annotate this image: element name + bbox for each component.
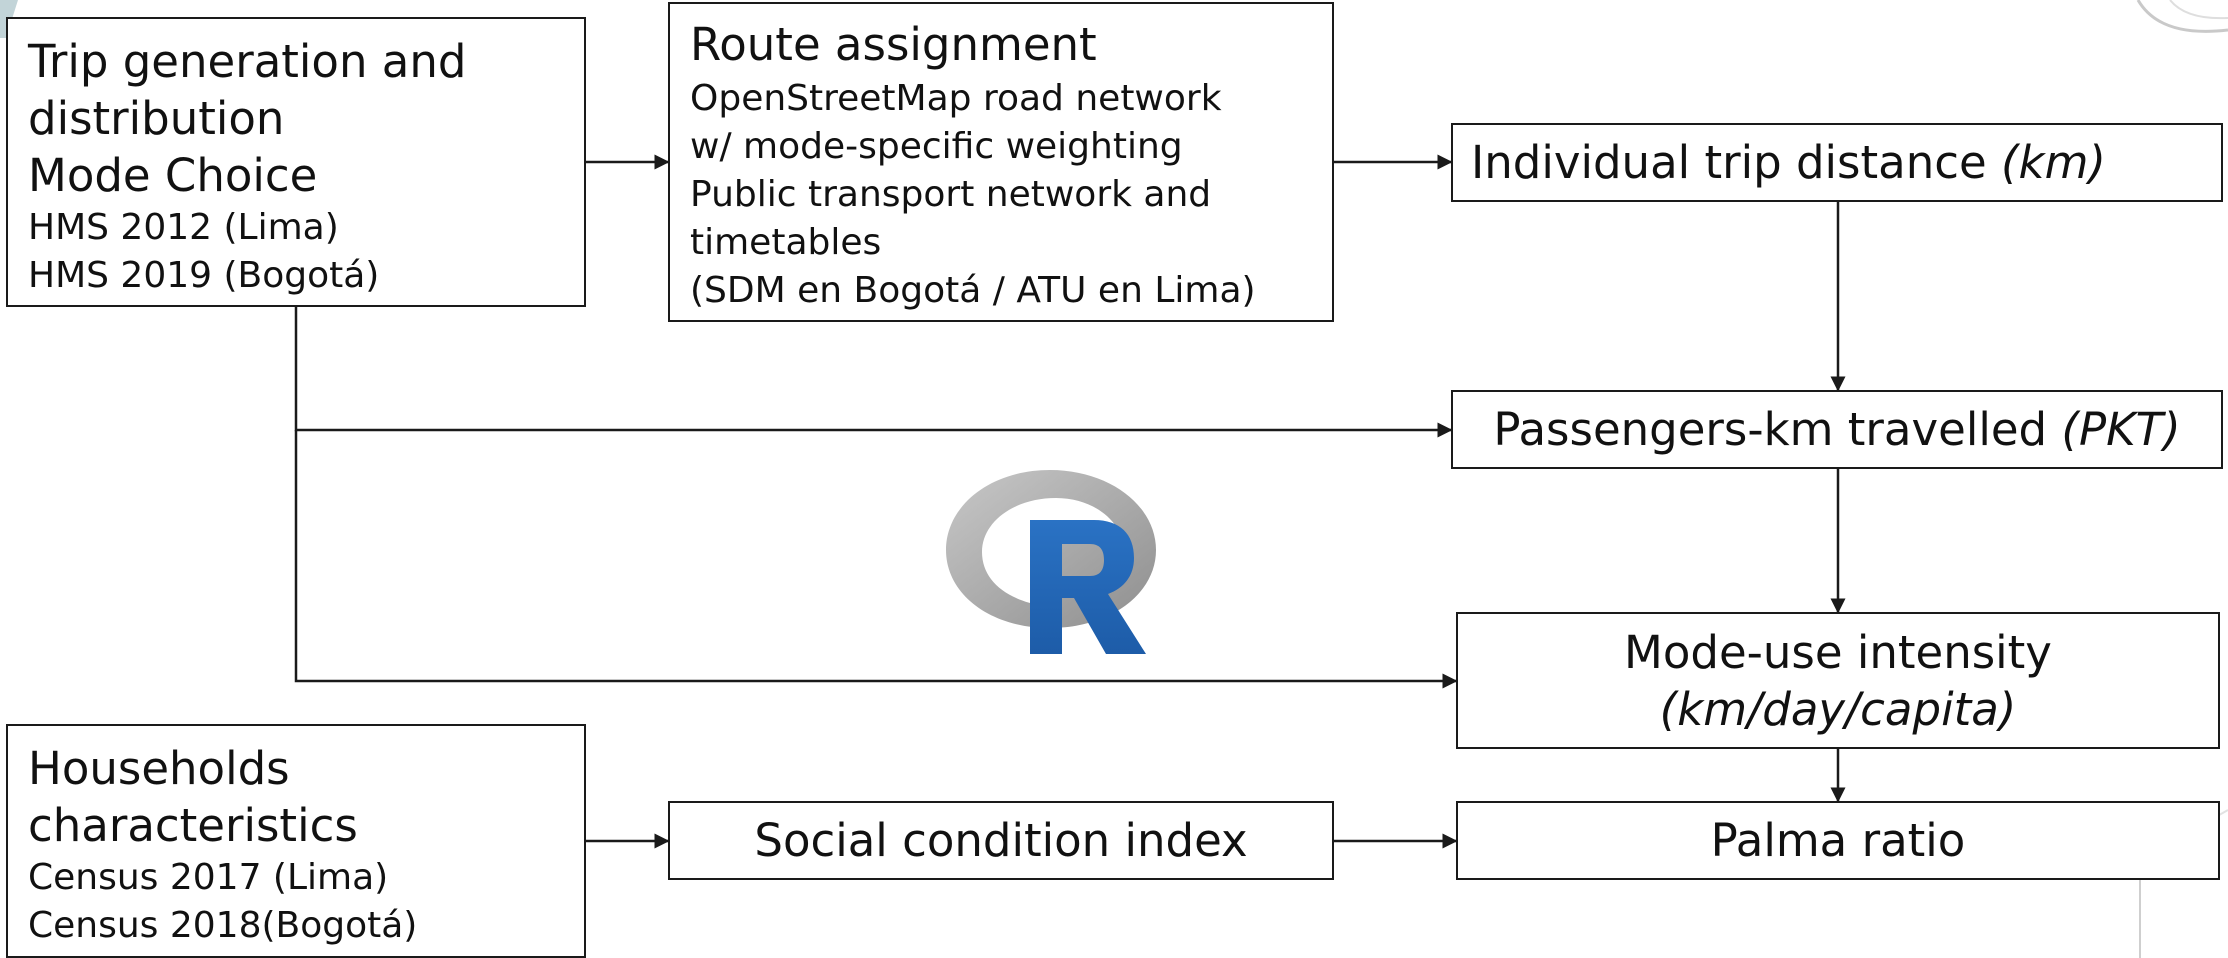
route-assignment-line4: timetables bbox=[690, 222, 882, 263]
route-assignment-title: Route assignment bbox=[690, 18, 1097, 71]
route-assignment-line5: (SDM en Bogotá / ATU en Lima) bbox=[690, 270, 1256, 311]
box-social-condition-index: Social condition index bbox=[668, 801, 1334, 880]
pkt-label: Passengers-km travelled (PKT) bbox=[1493, 401, 2180, 458]
households-source-lima: Census 2017 (Lima) bbox=[28, 857, 389, 898]
trip-generation-source-lima: HMS 2012 (Lima) bbox=[28, 207, 339, 248]
pkt-text: Passengers-km travelled bbox=[1493, 403, 2048, 456]
mode-use-label: Mode-use intensity bbox=[1624, 625, 2052, 679]
trip-generation-source-bogota: HMS 2019 (Bogotá) bbox=[28, 255, 380, 296]
box-trip-generation: Trip generation and distribution Mode Ch… bbox=[6, 17, 586, 307]
arrow-trip-to-mode-use bbox=[294, 430, 1458, 689]
households-title-line2: characteristics bbox=[28, 799, 358, 852]
households-title-line1: Households bbox=[28, 742, 290, 795]
route-assignment-line2: w/ mode-specific weighting bbox=[690, 126, 1183, 167]
trip-distance-unit: (km) bbox=[2000, 136, 2106, 189]
box-trip-distance: Individual trip distance (km) bbox=[1451, 123, 2223, 202]
route-assignment-line3: Public transport network and bbox=[690, 174, 1212, 215]
r-logo bbox=[946, 470, 1156, 654]
box-households: Households characteristics Census 2017 (… bbox=[6, 724, 586, 958]
trip-generation-title-line2: distribution bbox=[28, 92, 285, 145]
social-index-label: Social condition index bbox=[754, 814, 1248, 867]
mode-choice-title: Mode Choice bbox=[28, 149, 318, 202]
households-source-bogota: Census 2018(Bogotá) bbox=[28, 905, 418, 946]
trip-generation-title-line1: Trip generation and bbox=[28, 35, 467, 88]
arrow-trip-to-pkt bbox=[294, 307, 1453, 438]
route-assignment-line1: OpenStreetMap road network bbox=[690, 78, 1222, 119]
trip-distance-text: Individual trip distance bbox=[1471, 136, 1987, 189]
pkt-unit: (PKT) bbox=[2061, 403, 2181, 456]
r-logo-letter bbox=[1030, 520, 1146, 654]
box-palma-ratio: Palma ratio bbox=[1456, 801, 2220, 880]
box-route-assignment: Route assignment OpenStreetMap road netw… bbox=[668, 2, 1334, 322]
box-mode-use-intensity: Mode-use intensity (km/day/capita) bbox=[1456, 612, 2220, 749]
mode-use-unit: (km/day/capita) bbox=[1659, 682, 2017, 736]
palma-label: Palma ratio bbox=[1710, 814, 1966, 867]
seal-watermark-top-right bbox=[2136, 0, 2228, 33]
trip-distance-label: Individual trip distance (km) bbox=[1471, 134, 2106, 191]
box-pkt: Passengers-km travelled (PKT) bbox=[1451, 390, 2223, 469]
